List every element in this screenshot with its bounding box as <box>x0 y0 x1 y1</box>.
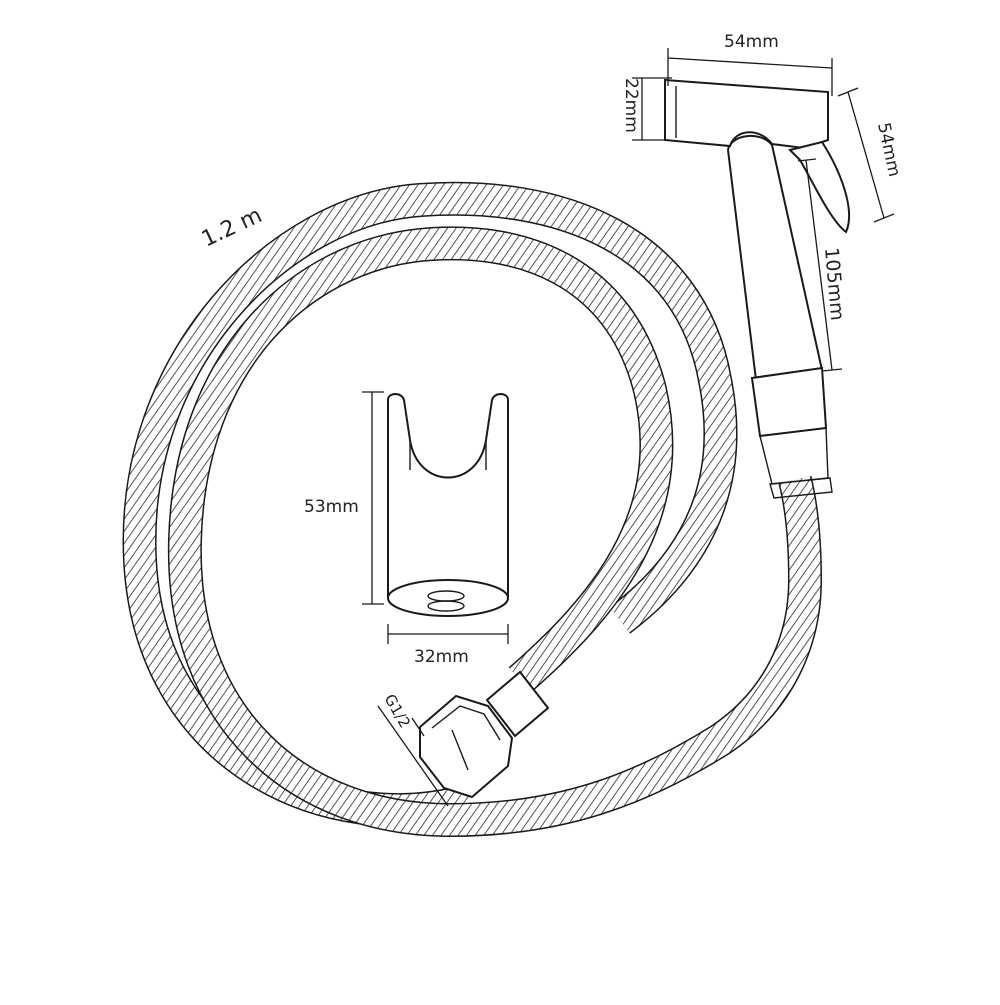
sprayer-head <box>664 78 851 499</box>
head-height-label: 22mm <box>621 78 641 133</box>
hose-length-label: 1.2 m <box>198 203 266 252</box>
holder-height-label: 53mm <box>304 497 359 517</box>
holder-bracket <box>387 393 509 617</box>
dimension-lines <box>362 48 895 807</box>
hose <box>122 181 823 838</box>
thread-label: G1/2 <box>381 691 414 731</box>
head-width-label: 54mm <box>724 32 779 52</box>
holder-width-label: 32mm <box>414 647 469 667</box>
hose-end-fitting <box>419 670 550 799</box>
trigger-depth-label: 54mm <box>873 121 904 179</box>
